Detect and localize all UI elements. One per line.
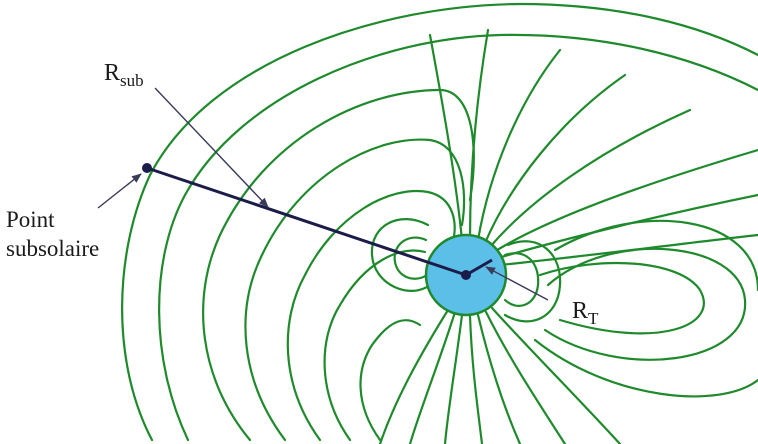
- r-t-pointer-arrow: [485, 266, 549, 301]
- south-line-4: [476, 313, 522, 444]
- tail-line-upper-1: [496, 193, 758, 260]
- magnetic-field-lines: [121, 2, 758, 444]
- r-sub-label: Rsub: [104, 60, 144, 90]
- tail-loop-4: [533, 338, 758, 398]
- tail-loop-2: [543, 247, 747, 361]
- dayside-loop-2: [244, 138, 466, 442]
- cusp-line-4: [483, 73, 627, 245]
- point-subsolaire-label-line1: Point: [6, 207, 55, 232]
- cusp-line-2: [468, 28, 490, 240]
- inner-loop-left-1: [370, 218, 432, 292]
- r-t-label: RT: [572, 298, 599, 328]
- cusp-line-6: [492, 148, 758, 254]
- south-line-1: [408, 310, 457, 444]
- cusp-line-5: [488, 108, 692, 249]
- subsolar-point-dot: [142, 163, 152, 173]
- south-line-6: [490, 306, 622, 444]
- inner-loop-right-1: [503, 252, 540, 307]
- south-line-3: [468, 314, 484, 444]
- inner-loop-right-2: [503, 240, 562, 323]
- cusp-line-1: [428, 33, 464, 242]
- tail-loop-3: [553, 219, 758, 292]
- tail-loop-1: [538, 261, 705, 335]
- r-sub-radius-line: [146, 166, 467, 277]
- dayside-loop-5: [359, 319, 422, 442]
- south-line-7: [378, 308, 450, 444]
- south-line-2: [443, 313, 464, 444]
- south-line-5: [484, 310, 567, 444]
- dayside-loop-1: [202, 88, 475, 442]
- subsolar-pointer-arrow: [97, 173, 142, 209]
- r-t-radius-line: [465, 258, 493, 277]
- r-sub-pointer-arrow: [154, 87, 269, 208]
- cusp-line-3: [476, 48, 562, 242]
- inner-loop-left-2: [393, 236, 429, 280]
- magnetopause-inner-line: [158, 33, 758, 442]
- dayside-loop-3: [286, 189, 456, 442]
- point-subsolaire-label-line2: subsolaire: [6, 236, 99, 261]
- magnetopause-outer-line: [121, 2, 758, 442]
